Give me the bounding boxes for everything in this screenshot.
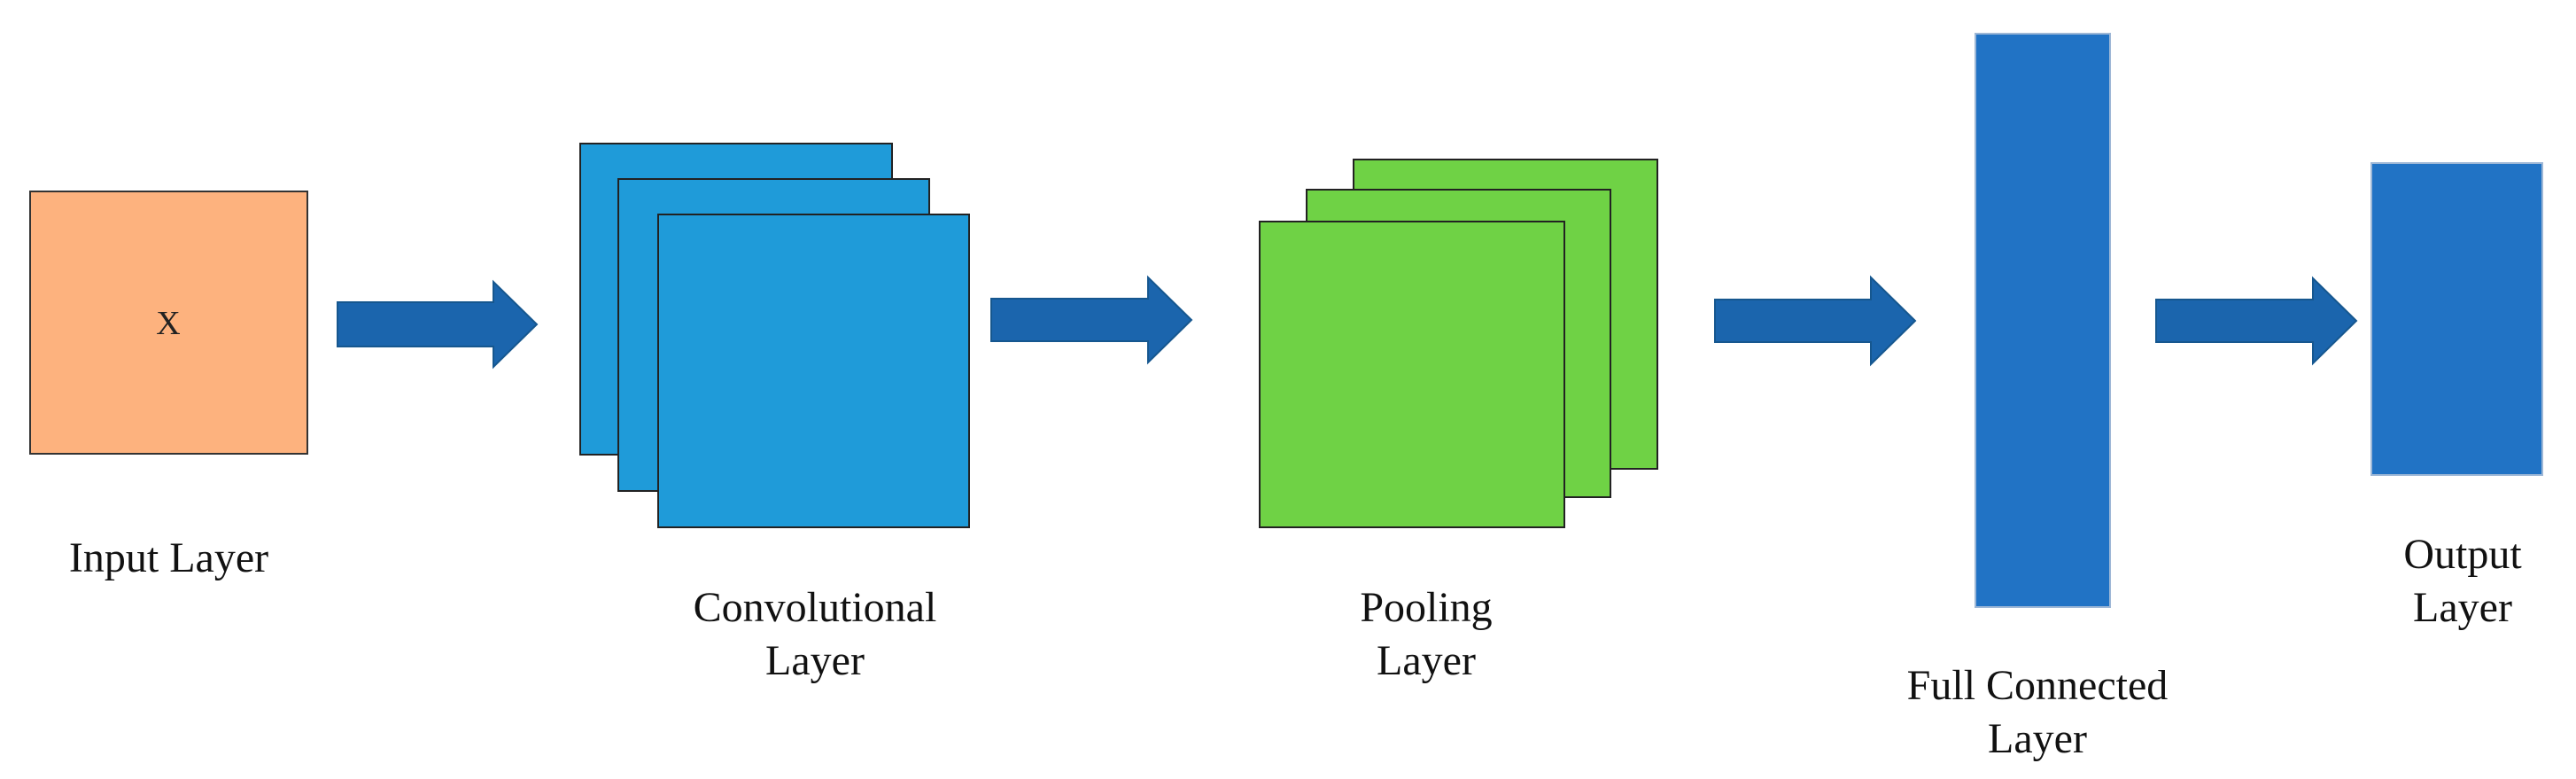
pooling-layer-label: Pooling Layer	[1360, 584, 1493, 684]
full-connected-layer-label: Full Connected Layer	[1906, 662, 2169, 762]
arrow-3	[1714, 275, 1917, 367]
convolutional-layer-label: Convolutional Layer	[693, 584, 937, 684]
conv-feature-map-front	[657, 214, 970, 528]
full-connected-bar	[1975, 33, 2111, 608]
input-layer-box	[29, 191, 308, 455]
output-layer-box	[2370, 162, 2543, 476]
output-layer-label: Output Layer	[2403, 531, 2522, 631]
arrow-2	[990, 275, 1193, 365]
input-symbol: X	[156, 305, 180, 342]
arrow-4	[2155, 276, 2358, 366]
arrow-1	[337, 279, 539, 370]
pooling-map-front	[1259, 221, 1565, 528]
input-layer-label: Input Layer	[68, 534, 269, 581]
